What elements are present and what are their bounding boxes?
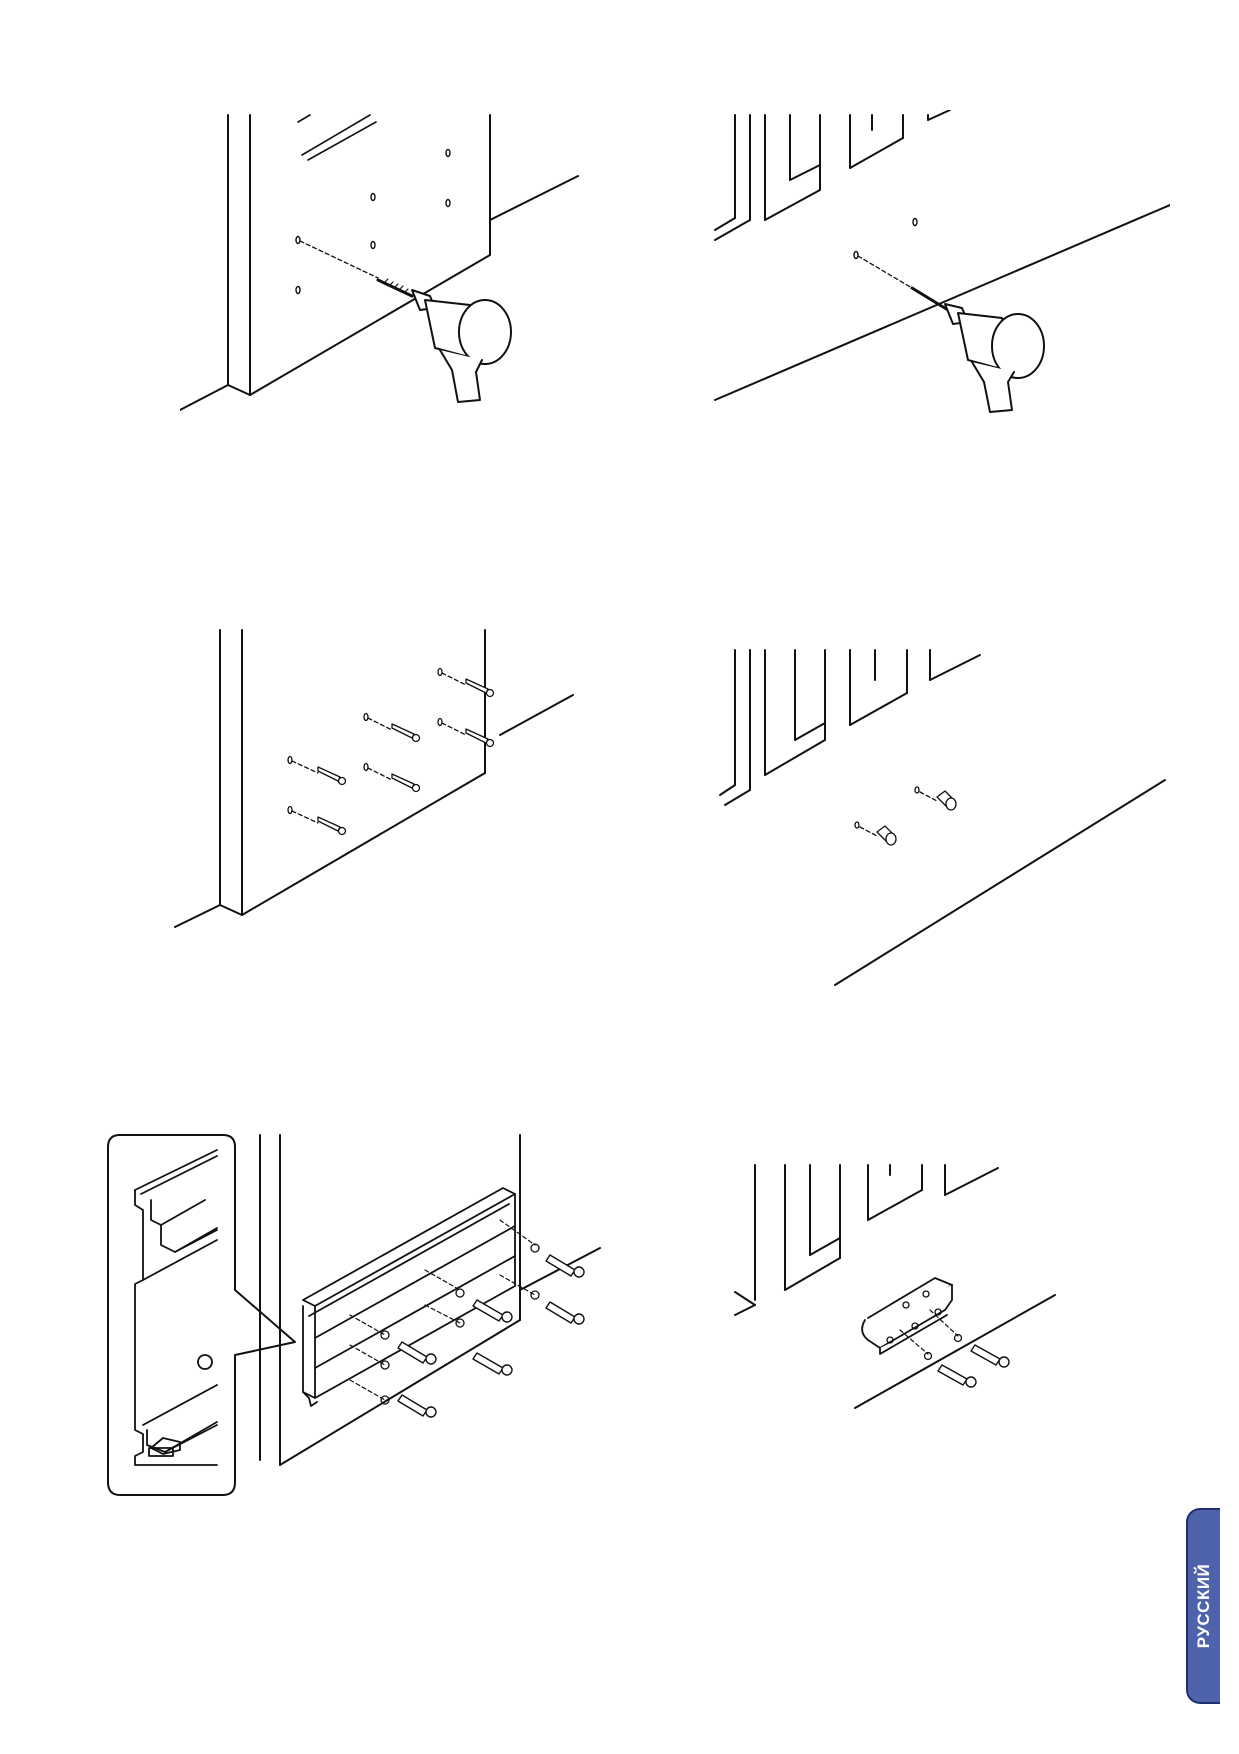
illustration-drill-pillar xyxy=(180,110,600,430)
illustration-anchors-floor xyxy=(715,645,1175,1000)
illustration-rail-detail xyxy=(105,1130,635,1510)
illustration-anchors-pillar xyxy=(170,625,590,945)
language-tab-label: РУССКИЙ xyxy=(1194,1563,1213,1649)
language-tab: РУССКИЙ xyxy=(1186,1508,1220,1704)
illustration-floor-bracket xyxy=(730,1160,1170,1420)
illustration-drill-floor xyxy=(710,110,1170,450)
